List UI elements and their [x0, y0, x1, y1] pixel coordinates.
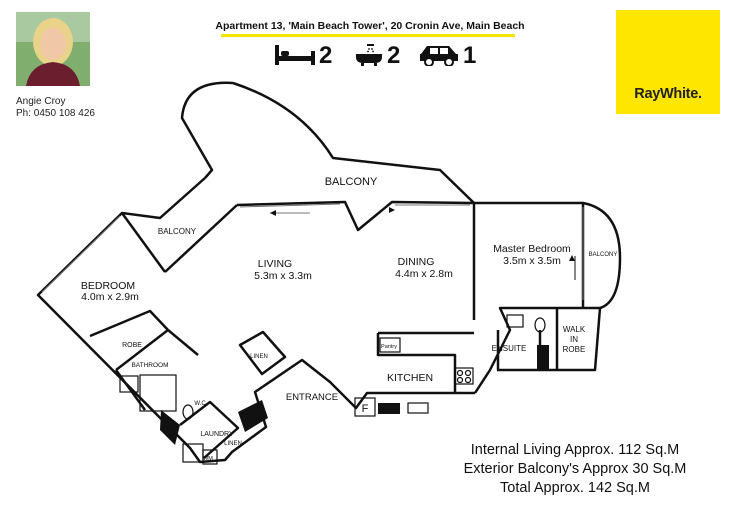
wm-label: WM	[203, 456, 213, 462]
balcony-main-label: BALCONY	[325, 176, 378, 188]
walk-in-robe-label-2: IN	[570, 335, 578, 344]
dining-label: DINING	[398, 256, 435, 268]
walk-in-robe-label-1: WALK	[563, 325, 586, 334]
balcony-left-label: BALCONY	[158, 227, 197, 236]
living-size: 5.3m x 3.3m	[254, 270, 312, 282]
bedroom-label: BEDROOM	[81, 280, 135, 292]
linen-laundry-label: LINEN	[224, 441, 242, 447]
balcony-right-label: BALCONY	[589, 252, 618, 258]
fridge-label: F	[362, 403, 369, 415]
exterior-area: Exterior Balcony's Approx 30 Sq.M	[463, 461, 687, 477]
carspaces-feature: 1	[418, 42, 476, 70]
raywhite-logo: RayWhite.	[616, 10, 720, 114]
kitchen-label: KITCHEN	[387, 372, 433, 384]
total-area: Total Approx. 142 Sq.M	[500, 480, 650, 496]
area-summary: Internal Living Approx. 112 Sq.M Exterio…	[440, 441, 710, 498]
linen-hall-label: LINEN	[250, 354, 268, 360]
ensuite-label: ENSUITE	[492, 344, 527, 353]
master-bedroom-size: 3.5m x 3.5m	[503, 255, 561, 267]
bathrooms-feature: 2	[354, 42, 400, 70]
wc-label: W.C	[194, 401, 206, 407]
car-count: 1	[463, 42, 477, 69]
bath-count: 2	[387, 42, 401, 69]
title-underline	[221, 34, 515, 37]
walk-in-robe-label-3: ROBE	[563, 345, 586, 354]
agent-name: Angie Croy	[16, 96, 66, 107]
bath-shower-icon	[354, 42, 384, 71]
pantry-label: Pantry	[381, 344, 397, 350]
laundry-label: LAUNDRY	[200, 431, 234, 438]
living-label: LIVING	[258, 258, 292, 270]
bedrooms-feature: 2	[274, 42, 332, 70]
bed-count: 2	[319, 42, 333, 69]
agent-contact: Angie Croy Ph: 0450 108 426	[16, 96, 95, 120]
robe-label: ROBE	[122, 342, 142, 349]
entrance-label: ENTRANCE	[286, 392, 338, 403]
logo-text: RayWhite.	[634, 86, 702, 102]
internal-area: Internal Living Approx. 112 Sq.M	[470, 442, 680, 458]
agent-photo	[16, 12, 90, 86]
car-icon	[418, 42, 460, 71]
bathroom-label: BATHROOM	[131, 362, 168, 369]
bedroom-size: 4.0m x 2.9m	[81, 291, 139, 303]
balcony-curve-wall	[180, 81, 234, 179]
dining-size: 4.4m x 2.8m	[395, 268, 453, 280]
master-bedroom-label: Master Bedroom	[493, 243, 571, 255]
listing-title: Apartment 13, 'Main Beach Tower', 20 Cro…	[215, 20, 525, 32]
bed-icon	[274, 42, 316, 71]
agent-phone: Ph: 0450 108 426	[16, 108, 95, 119]
